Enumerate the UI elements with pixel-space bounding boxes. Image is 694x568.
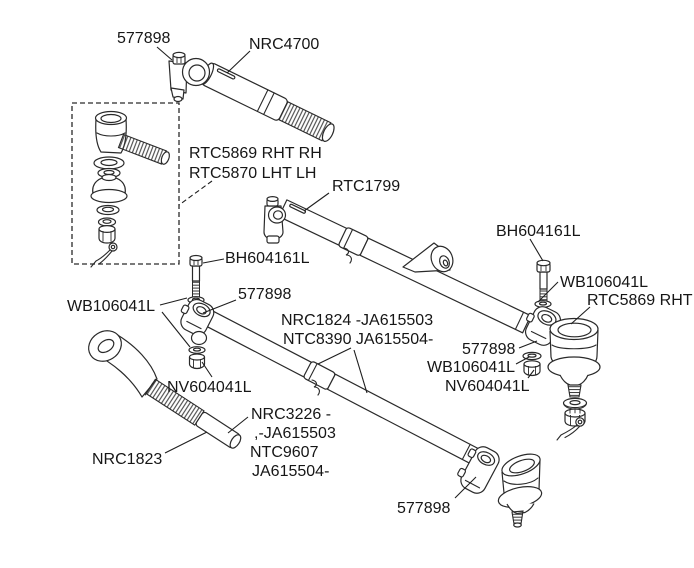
nut-nv604041l-right — [523, 360, 541, 377]
castle-nut — [98, 225, 116, 244]
leader-wb106041l-right-lower — [515, 356, 530, 365]
damper-bracket — [402, 242, 454, 273]
label-nrc1824: NRC1824 -JA615503 — [281, 312, 433, 329]
label-577898-right: 577898 — [462, 341, 515, 358]
label-rtc5870-lht-lh: RTC5870 LHT LH — [189, 165, 316, 182]
label-nrc4700: NRC4700 — [249, 36, 319, 53]
leader-lines — [156, 46, 591, 499]
bolt-bh604161l-left — [189, 254, 203, 299]
rod-nrc4700 — [200, 62, 335, 142]
label-nrc1823: NRC1823 — [92, 451, 162, 468]
label-nv604041l-right: NV604041L — [445, 378, 530, 395]
leader-577898-top — [156, 46, 173, 61]
clamp-577898-bottom — [457, 446, 500, 494]
label-577898-left: 577898 — [238, 286, 291, 303]
leader-nrc1823 — [164, 431, 208, 454]
tie-rod-end-rtc5869-right — [547, 317, 601, 398]
leader-bh604161l-right — [529, 238, 544, 262]
part-labels: 577898 NRC4700 RTC5869 RHT RH RTC5870 LH… — [67, 30, 693, 517]
label-ja615503: ,-JA615503 — [254, 425, 336, 442]
label-wb106041l-right-lower: WB106041L — [427, 359, 515, 376]
tie-rod-end-exploded — [90, 110, 170, 268]
drop-arm-nrc1823 — [88, 330, 242, 449]
leader-wb106041l-left-a — [159, 297, 188, 306]
ball-joint-stud — [117, 133, 170, 165]
tie-rod-end-bottom — [497, 453, 543, 528]
leader-nrc4700 — [226, 50, 251, 74]
leader-nrc1824-b — [353, 349, 368, 394]
split-pin-right — [556, 417, 585, 441]
clamp-577898-left — [180, 298, 215, 336]
leader-rtc5869-box — [178, 180, 213, 206]
ball-pin-boss-left — [190, 330, 208, 346]
label-rtc5869-rht: RTC5869 RHT — [587, 292, 693, 309]
label-nrc3226: NRC3226 - — [251, 406, 331, 423]
joint-clip — [311, 379, 320, 396]
leader-wb106041l-right-upper — [537, 281, 559, 303]
washer-wb106041l-left-lower — [188, 346, 206, 354]
label-rtc1799: RTC1799 — [332, 178, 400, 195]
label-ja615504: JA615504- — [252, 463, 329, 480]
label-577898-bottom: 577898 — [397, 500, 450, 517]
leader-rtc5869-rht — [570, 306, 591, 325]
washer-wb106041l-right-upper — [534, 300, 552, 308]
leader-577898-right — [518, 340, 538, 349]
label-ntc8390: NTC8390 JA615504- — [283, 331, 433, 348]
leader-577898-left — [202, 299, 237, 314]
leader-nv604041l-right — [527, 369, 535, 379]
drag-link-end-fitting — [263, 196, 287, 244]
split-pin — [90, 242, 118, 268]
label-ntc9607: NTC9607 — [250, 444, 319, 461]
label-wb106041l-left: WB106041L — [67, 298, 155, 315]
label-nv604041l-left: NV604041L — [167, 379, 252, 396]
label-577898-top: 577898 — [117, 30, 170, 47]
leader-nrc3226 — [227, 416, 249, 434]
leader-nrc1824-a — [317, 347, 352, 365]
nut-nv604041l-left — [188, 353, 206, 370]
pinch-bolt — [172, 51, 186, 65]
washer-right-tie-rod — [562, 397, 588, 410]
label-bh604161l-left: BH604161L — [225, 250, 310, 267]
leader-bh604161l-left — [202, 258, 225, 264]
track-rod-nrc1824-ntc8390 — [204, 310, 479, 465]
label-rtc5869-rht-rh: RTC5869 RHT RH — [189, 145, 322, 162]
joint-clip — [343, 247, 352, 264]
bolt-bh604161l-right — [536, 259, 551, 310]
leader-577898-bottom — [454, 476, 477, 499]
clamp-top-577898 — [168, 51, 211, 103]
detail-box — [71, 102, 180, 265]
leader-wb106041l-left-b — [161, 311, 191, 348]
leader-rtc1799 — [303, 192, 330, 212]
leader-nv604041l-left — [201, 361, 213, 378]
label-bh604161l-right: BH604161L — [496, 223, 581, 240]
washer-wb106041l-right-lower — [522, 351, 542, 361]
label-wb106041l-right-upper: WB106041L — [560, 274, 648, 291]
